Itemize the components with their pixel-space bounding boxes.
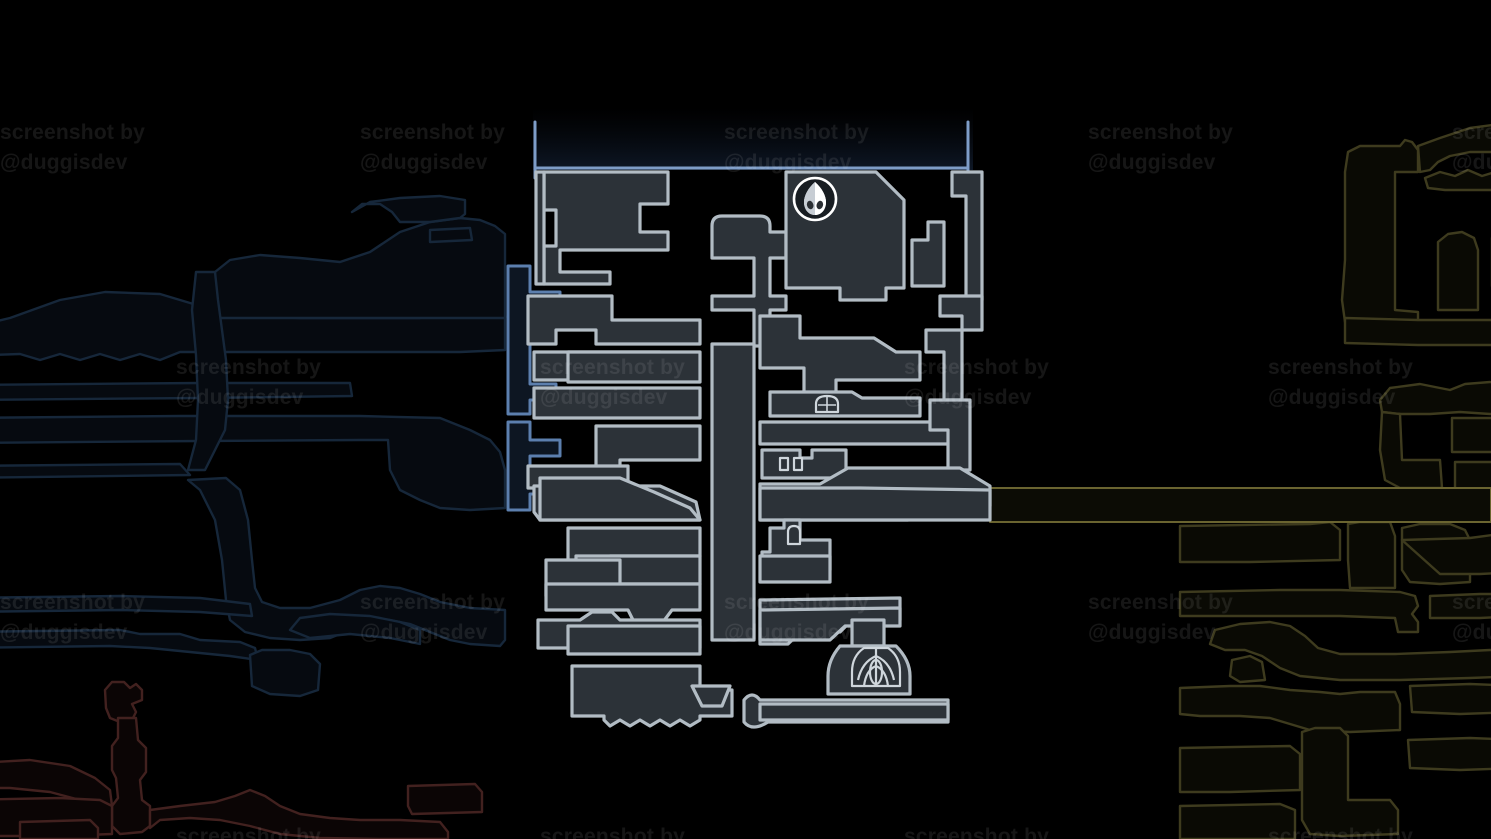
watermark-tile: screenshot by@duggisdev: [540, 822, 685, 839]
watermark-tile: screenshot by @duggisdev: [724, 588, 869, 648]
watermark-line-2: @duggisdev: [1088, 151, 1216, 174]
watermark-tile: screenshot by@duggisdev: [904, 822, 1049, 839]
watermark-tile: screenshot by @duggisdev: [1088, 588, 1233, 648]
watermark-line-1: screenshot by: [1088, 121, 1233, 144]
watermark-tile: screenshot by @duggisdev: [1088, 118, 1233, 178]
watermark-line-2: @duggisdev: [1088, 621, 1216, 644]
watermark-line-1: screenshot by: [360, 121, 505, 144]
watermark-tile: screenshot by@duggisdev: [1268, 822, 1413, 839]
watermark-line-1: screenshot by: [540, 356, 685, 379]
watermark-line-2: @duggisdev: [1452, 621, 1491, 644]
watermark-line-1: screenshot by: [0, 121, 145, 144]
bellway-icon: [850, 646, 902, 688]
watermark-tile: screenshot by @duggisdev: [904, 353, 1049, 413]
watermark-line-2: @duggisdev: [904, 386, 1032, 409]
watermark-line-2: @duggisdev: [360, 151, 488, 174]
watermark-line-1: screenshot by: [176, 825, 321, 839]
watermark-line-1: screenshot by: [904, 825, 1049, 839]
player-marker-ring: [792, 176, 838, 222]
watermark-line-1: screenshot by: [360, 591, 505, 614]
watermark-line-2: @duggisdev: [176, 386, 304, 409]
watermark-tile: screenshot by @duggisdev: [360, 118, 505, 178]
watermark-line-1: screenshot by: [1452, 121, 1491, 144]
watermark-line-1: screenshot by: [1452, 591, 1491, 614]
player-marker: [791, 175, 839, 223]
watermark-line-2: @duggisdev: [0, 621, 128, 644]
watermark-line-2: @duggisdev: [724, 151, 852, 174]
watermark-line-1: screenshot by: [1268, 356, 1413, 379]
watermark-line-2: @duggisdev: [0, 151, 128, 174]
watermark-line-2: @duggisdev: [1452, 151, 1491, 174]
doorway-icon: [778, 456, 804, 472]
bench-icon: [814, 394, 840, 414]
watermark-line-1: screenshot by: [176, 356, 321, 379]
watermark-tile: screenshot by@duggisdev: [176, 822, 321, 839]
watermark-line-1: screenshot by: [724, 121, 869, 144]
watermark-tile: screenshot by @duggisdev: [0, 588, 145, 648]
watermark-line-1: screenshot by: [724, 591, 869, 614]
hornet-mask-icon: [804, 182, 826, 215]
watermark-line-1: screenshot by: [0, 591, 145, 614]
watermark-tile: screenshot by @duggisdev: [724, 118, 869, 178]
watermark-tile: screenshot by @duggisdev: [0, 118, 145, 178]
watermark-tile: screenshot by @duggisdev: [1452, 118, 1491, 178]
watermark-line-1: screenshot by: [904, 356, 1049, 379]
watermark-line-2: @duggisdev: [540, 386, 668, 409]
watermark-tile: screenshot by @duggisdev: [1452, 588, 1491, 648]
watermark-tile: screenshot by @duggisdev: [176, 353, 321, 413]
watermark-line-2: @duggisdev: [360, 621, 488, 644]
watermark-tile: screenshot by @duggisdev: [540, 353, 685, 413]
watermark-line-1: screenshot by: [1268, 825, 1413, 839]
watermark-tile: screenshot by @duggisdev: [360, 588, 505, 648]
watermark-line-2: @duggisdev: [724, 621, 852, 644]
small-door-icon: [786, 524, 802, 546]
watermark-tile: screenshot by @duggisdev: [1268, 353, 1413, 413]
watermark-line-1: screenshot by: [1088, 591, 1233, 614]
watermark-line-1: screenshot by: [540, 825, 685, 839]
watermark-line-2: @duggisdev: [1268, 386, 1396, 409]
